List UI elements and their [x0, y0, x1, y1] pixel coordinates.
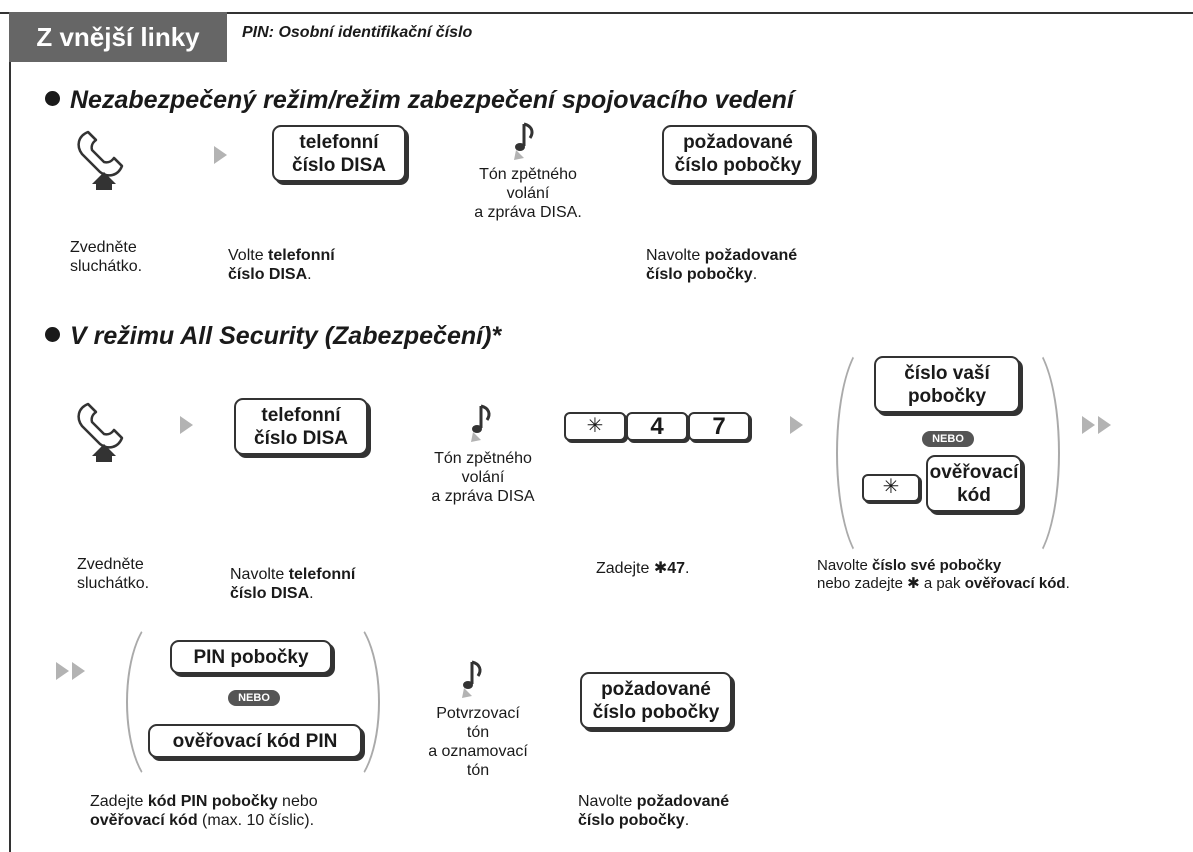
- section2-title: V režimu All Security (Zabezpečení)*: [45, 322, 501, 351]
- key-star: ✳: [564, 412, 626, 441]
- double-arrow-icon: [56, 662, 85, 680]
- music-note-tone-icon: [462, 660, 482, 700]
- section1-title: Nezabezpečený režim/režim zabezpečení sp…: [45, 86, 794, 115]
- pin-extension-box: PIN pobočky: [170, 640, 332, 674]
- caption-own-extension: Navolte číslo své pobočky nebo zadejte ✱…: [817, 557, 1070, 592]
- handset-off-hook-icon: [77, 402, 124, 464]
- frame-top-rule: [0, 12, 1193, 14]
- caption-enter-code: Zadejte ✱47.: [596, 560, 690, 577]
- bullet-icon: [45, 327, 60, 342]
- header-subtitle: PIN: Osobní identifikační číslo: [242, 24, 473, 41]
- caption-enter-pin: Zadejte kód PIN pobočky nebo ověřovací k…: [90, 793, 318, 829]
- triangle-arrow-icon: [790, 416, 803, 434]
- right-bracket: [990, 340, 1060, 566]
- bullet-icon: [45, 91, 60, 106]
- music-note-tone-icon: [471, 404, 491, 444]
- left-bracket: [126, 616, 196, 788]
- nebo-badge: NEBO: [228, 690, 280, 706]
- triangle-arrow-icon: [214, 146, 227, 164]
- key-4: 4: [626, 412, 688, 441]
- key-7: 7: [688, 412, 750, 441]
- triangle-arrow-icon: [180, 416, 193, 434]
- music-note-tone-icon: [514, 122, 534, 162]
- nebo-badge: NEBO: [922, 431, 974, 447]
- double-arrow-icon: [1082, 416, 1111, 434]
- frame-left-rule: [9, 12, 11, 852]
- verification-pin-box: ověřovací kód PIN: [148, 724, 362, 758]
- handset-off-hook-icon: [77, 130, 124, 192]
- right-bracket: [310, 616, 380, 788]
- header-tab: Z vnější linky: [9, 12, 227, 62]
- key-star-verify: ✳: [862, 474, 920, 502]
- left-bracket: [836, 340, 906, 566]
